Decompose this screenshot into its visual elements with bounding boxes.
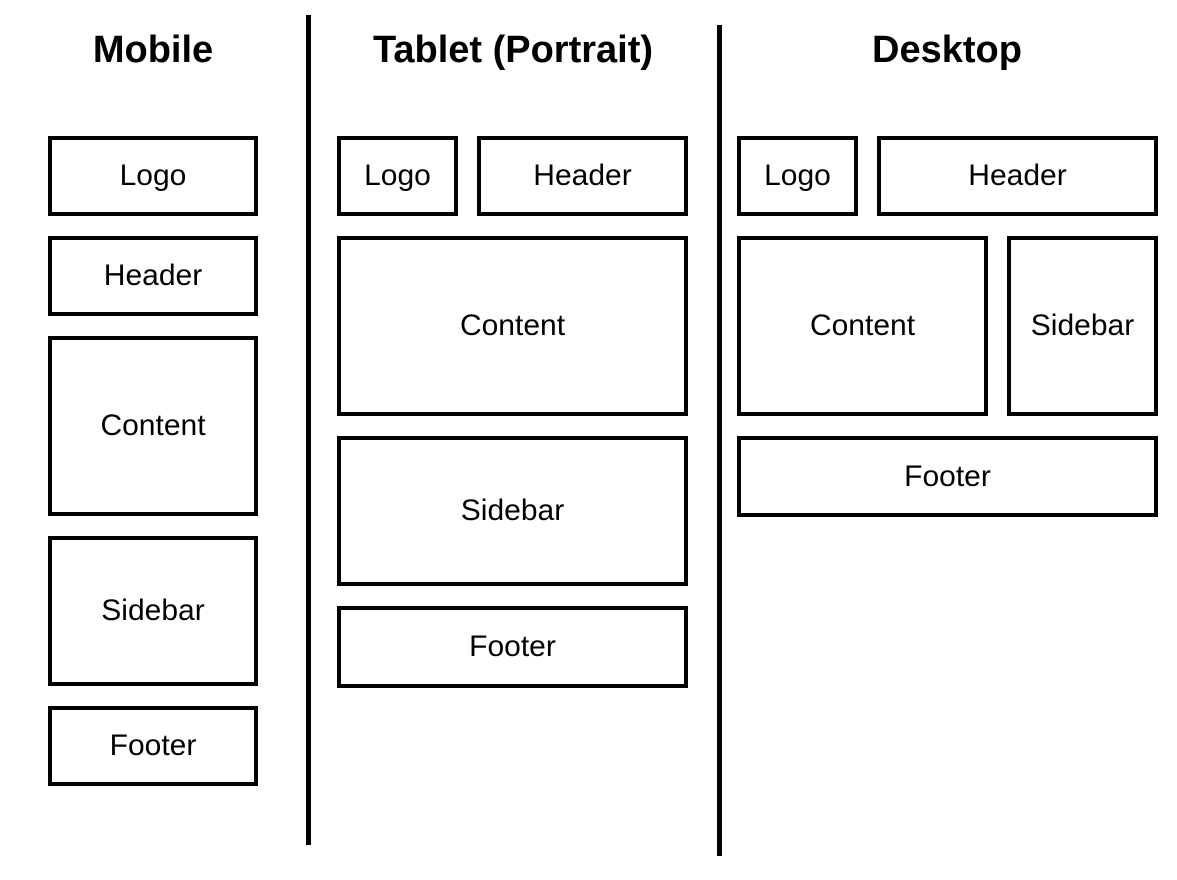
desktop-header-box: Header: [877, 136, 1158, 216]
mobile-content-label: Content: [100, 409, 206, 442]
desktop-column-title: Desktop: [872, 29, 1022, 71]
tablet-header-label: Header: [533, 159, 632, 192]
mobile-sidebar-box: Sidebar: [48, 536, 258, 686]
desktop-logo-label: Logo: [764, 159, 831, 192]
mobile-footer-box: Footer: [48, 706, 258, 786]
mobile-content-box: Content: [48, 336, 258, 516]
tablet-footer-box: Footer: [337, 606, 688, 688]
desktop-footer-label: Footer: [904, 459, 991, 493]
desktop-sidebar-label: Sidebar: [1030, 309, 1135, 342]
tablet-logo-label: Logo: [364, 159, 431, 192]
mobile-header-box: Header: [48, 236, 258, 316]
mobile-logo-box: Logo: [48, 136, 258, 216]
mobile-header-label: Header: [103, 259, 203, 292]
tablet-logo-box: Logo: [337, 136, 458, 216]
mobile-footer-label: Footer: [109, 729, 197, 762]
tablet-sidebar-box: Sidebar: [337, 436, 688, 586]
tablet-footer-label: Footer: [469, 630, 556, 663]
desktop-content-label: Content: [809, 309, 916, 342]
desktop-header-label: Header: [968, 159, 1067, 192]
tablet-header-box: Header: [477, 136, 688, 216]
mobile-sidebar-label: Sidebar: [101, 594, 205, 627]
mobile-column-title: Mobile: [92, 29, 214, 71]
tablet-column-title: Tablet (Portrait): [372, 29, 654, 71]
desktop-logo-box: Logo: [737, 136, 858, 216]
tablet-content-box: Content: [337, 236, 688, 416]
column-divider-left: [306, 15, 311, 845]
desktop-content-box: Content: [737, 236, 988, 416]
tablet-content-label: Content: [459, 309, 566, 342]
desktop-footer-box: Footer: [737, 436, 1158, 517]
tablet-sidebar-label: Sidebar: [460, 494, 565, 527]
column-divider-right: [717, 25, 722, 856]
desktop-sidebar-box: Sidebar: [1007, 236, 1158, 416]
mobile-logo-label: Logo: [119, 159, 187, 192]
